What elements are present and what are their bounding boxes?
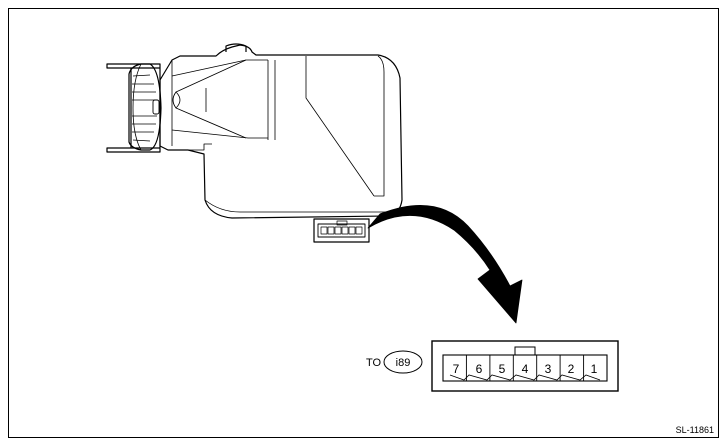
- connector-id-ellipse: [383, 350, 423, 374]
- pin-label: 1: [591, 362, 598, 376]
- pin-label: 2: [568, 362, 575, 376]
- pin-label: 7: [453, 362, 460, 376]
- figure-frame: [8, 8, 719, 438]
- connector-reference: TO i89: [366, 350, 423, 374]
- connector-id: i89: [396, 357, 411, 369]
- figure-code: SL-11861: [676, 425, 714, 435]
- callout-arrow: [367, 205, 523, 324]
- pin-label: 4: [522, 362, 529, 376]
- switch-housing: [159, 43, 403, 219]
- connector-prefix: TO: [366, 357, 382, 369]
- pin-label: 3: [545, 362, 552, 376]
- mounting-bracket: [106, 63, 161, 153]
- harness-connector: [313, 218, 370, 243]
- dial-wheel: [128, 63, 162, 151]
- connector-enlarged: [431, 340, 619, 392]
- pin-labels: 7 6 5 4 3 2 1: [453, 362, 598, 376]
- pin-label: 6: [476, 362, 483, 376]
- pin-label: 5: [499, 362, 506, 376]
